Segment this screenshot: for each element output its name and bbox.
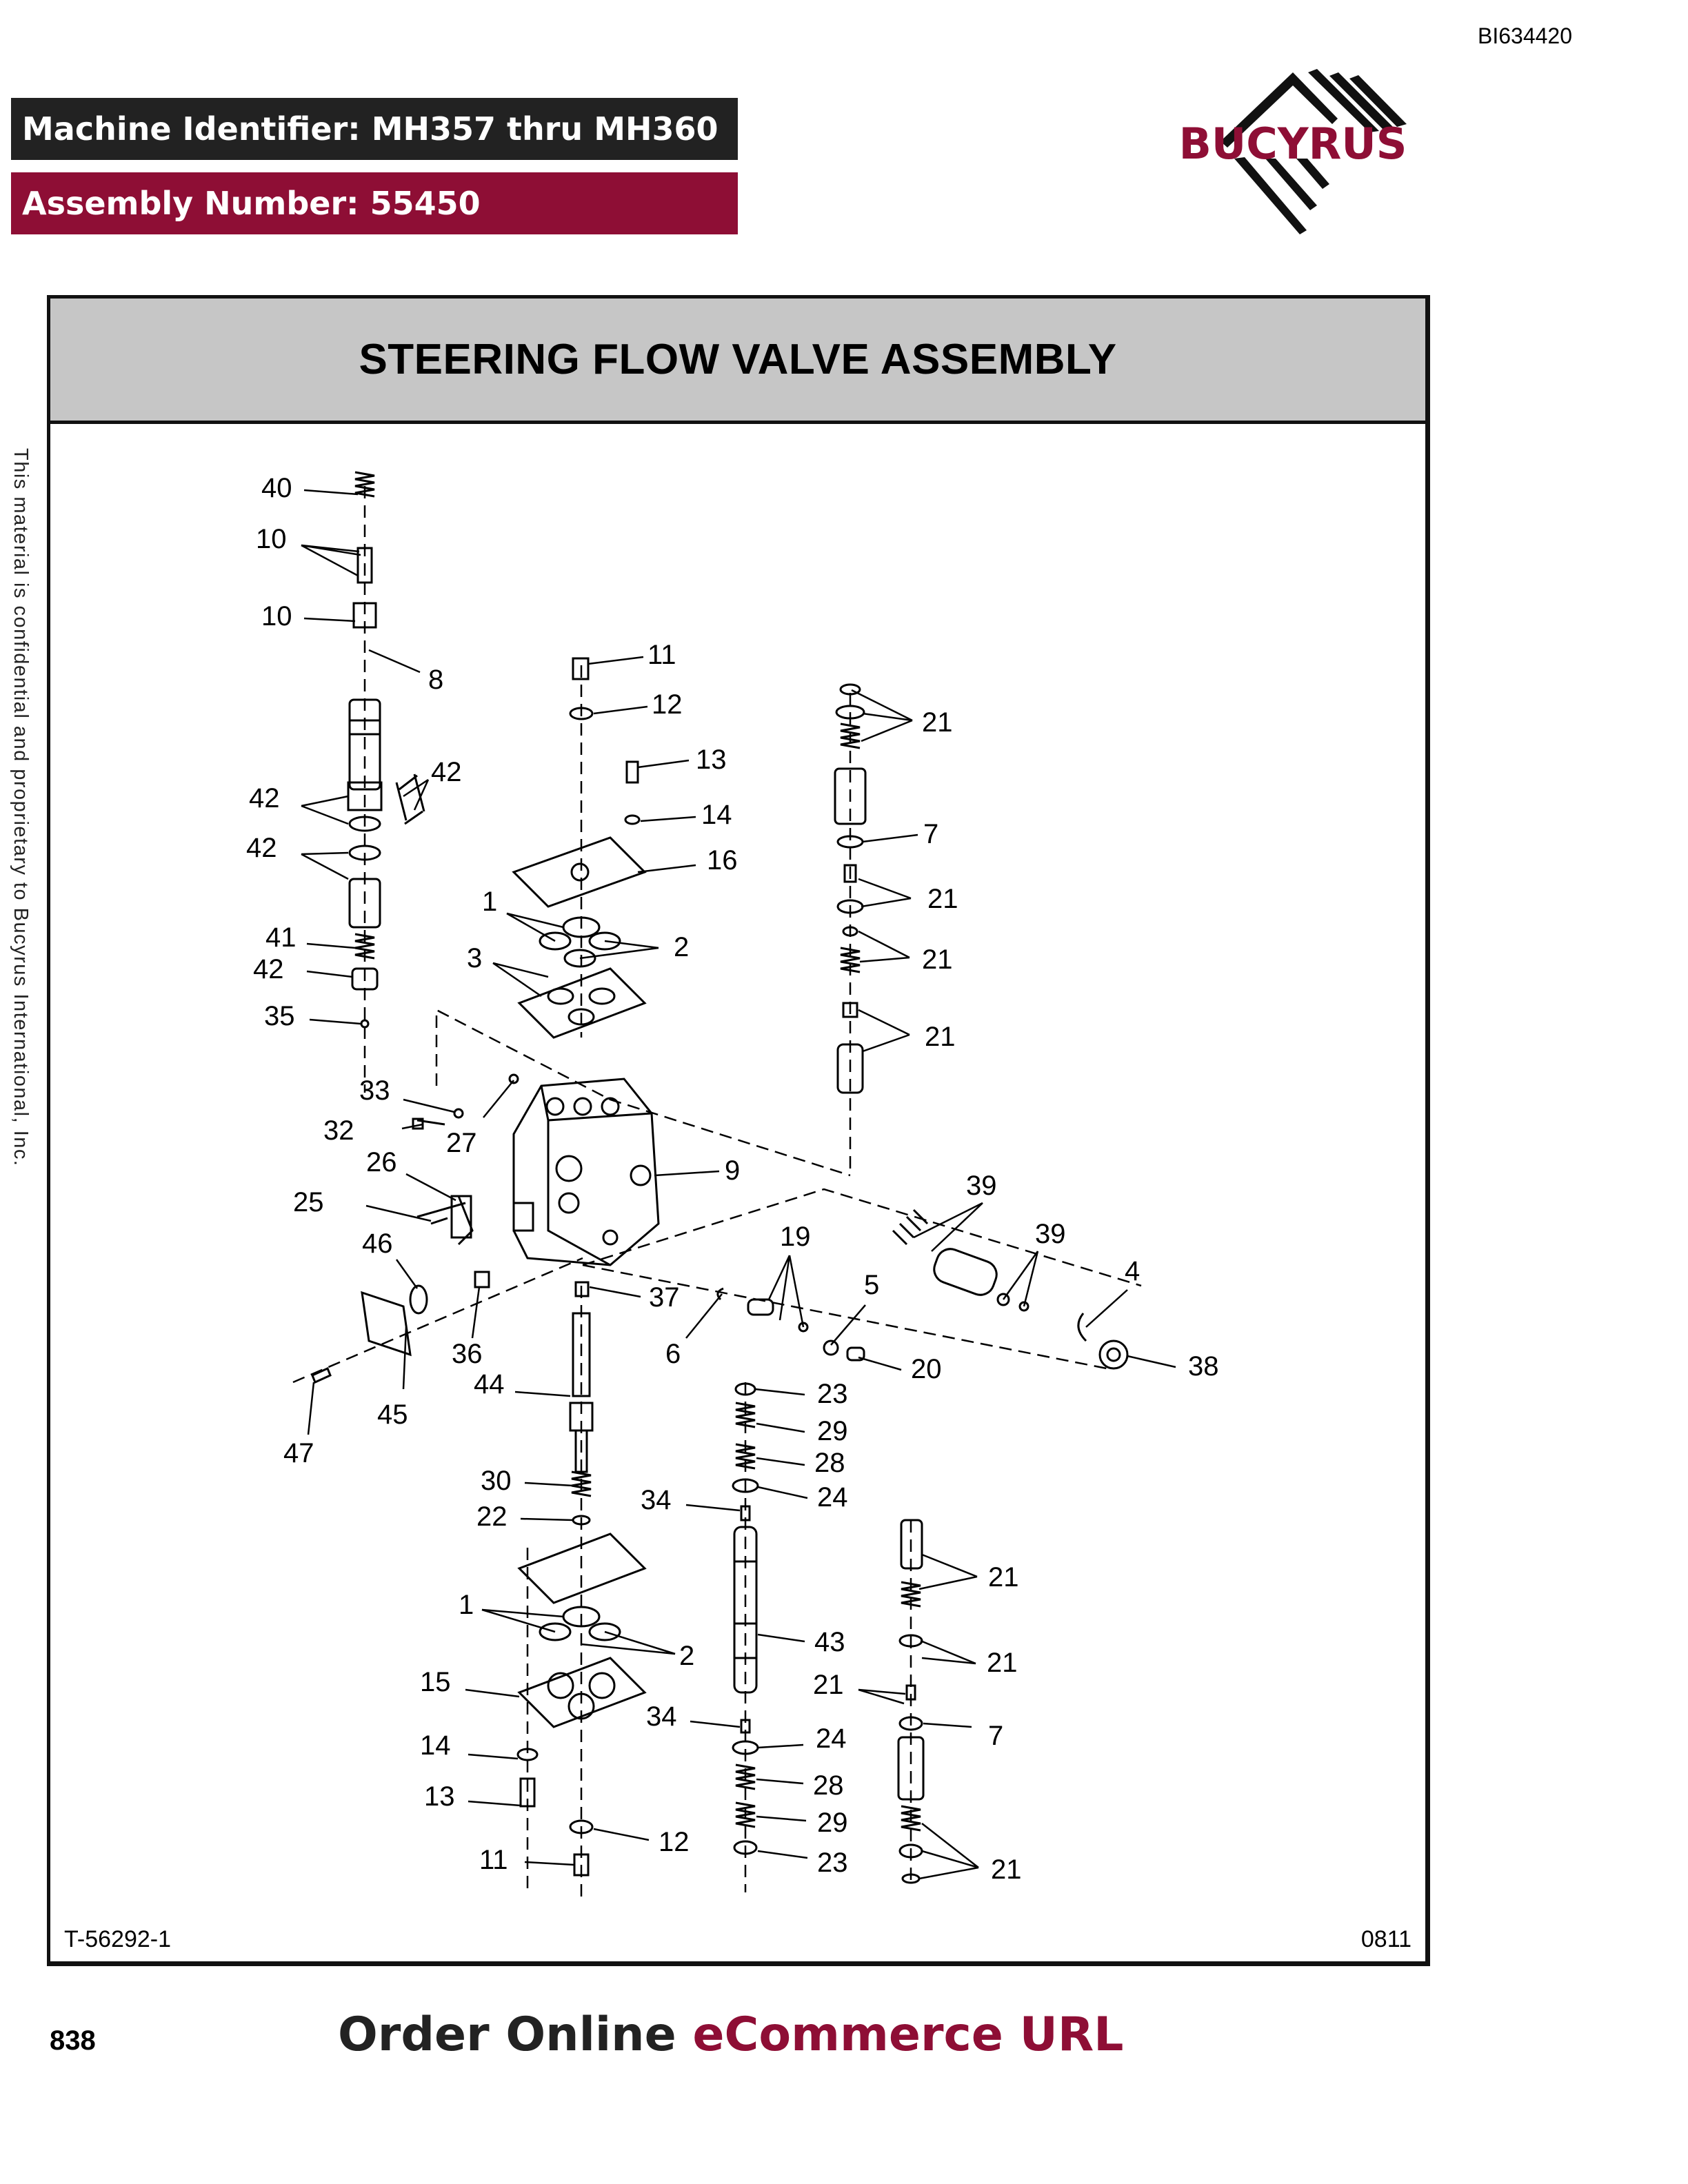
callout-label: 6 — [665, 1339, 681, 1369]
callout-label: 34 — [646, 1701, 677, 1732]
callout-label: 2 — [679, 1641, 694, 1671]
callout-label: 40 — [261, 473, 292, 503]
callout-label: 15 — [420, 1667, 451, 1697]
callout-label: 16 — [707, 845, 738, 876]
callout-label: 46 — [362, 1228, 393, 1259]
figure-reference: T-56292-1 — [64, 1926, 171, 1952]
callout-label: 43 — [814, 1627, 845, 1657]
callout-label: 35 — [264, 1001, 295, 1031]
callout-label: 11 — [479, 1845, 508, 1875]
callout-label: 11 — [647, 640, 676, 670]
callout-label: 22 — [476, 1502, 508, 1532]
callout-label: 21 — [987, 1648, 1018, 1678]
callout-label: 3 — [467, 943, 482, 973]
document-id: BI634420 — [1477, 23, 1572, 48]
callout-label: 30 — [481, 1466, 512, 1496]
callout-label: 34 — [641, 1485, 672, 1515]
callout-label: 7 — [923, 819, 938, 849]
callout-label: 4 — [1125, 1256, 1140, 1286]
callout-label: 21 — [991, 1854, 1022, 1885]
upper-cover-plate — [512, 657, 647, 1039]
callout-label: 21 — [922, 707, 953, 738]
horizontal-cartridge — [716, 1209, 1129, 1370]
callout-label: 10 — [256, 524, 287, 554]
logo-text: BUCYRUS — [1179, 119, 1407, 169]
callout-label: 8 — [428, 665, 443, 695]
callout-label: 12 — [659, 1827, 690, 1857]
callout-label: 33 — [359, 1075, 390, 1106]
callout-label: 28 — [813, 1770, 844, 1801]
exploded-parts-diagram: 40 10 10 8 42 42 42 41 42 35 11 12 13 14… — [246, 471, 1219, 1899]
callout-label: 5 — [864, 1270, 879, 1300]
order-online-text: Order Online — [338, 2008, 693, 2062]
callout-label: 42 — [253, 954, 284, 984]
callout-label: 39 — [1035, 1219, 1066, 1249]
callout-label: 23 — [817, 1848, 848, 1878]
callout-label: 21 — [988, 1562, 1019, 1593]
callout-label: 13 — [696, 745, 727, 775]
callout-label: 23 — [817, 1379, 848, 1409]
callout-label: 1 — [482, 887, 497, 917]
bucyrus-logo: BUCYRUS — [1179, 69, 1407, 234]
order-online-link[interactable]: Order Online eCommerce URL — [338, 2008, 1124, 2062]
callout-label: 21 — [925, 1022, 956, 1052]
page-number: 838 — [50, 2025, 96, 2056]
revision-code: 0811 — [1360, 1926, 1411, 1952]
callout-label: 38 — [1188, 1351, 1219, 1382]
callout-label: 19 — [780, 1222, 811, 1252]
diagram-title: STEERING FLOW VALVE ASSEMBLY — [359, 336, 1117, 383]
callout-label: 20 — [911, 1354, 942, 1384]
callout-label: 9 — [725, 1155, 740, 1186]
valve-body — [412, 1073, 660, 1266]
callout-label: 41 — [265, 922, 297, 953]
callout-label: 25 — [293, 1187, 324, 1217]
lower-right-cartridge — [897, 1519, 925, 1884]
callout-label: 32 — [323, 1115, 354, 1146]
callout-label: 21 — [927, 884, 958, 914]
callout-label: 42 — [431, 757, 462, 787]
title-bar: STEERING FLOW VALVE ASSEMBLY — [50, 299, 1425, 424]
callout-label: 28 — [814, 1448, 845, 1478]
callout-labels: 40 10 10 8 42 42 42 41 42 35 11 12 13 14… — [246, 473, 1219, 1885]
callout-label: 37 — [649, 1282, 680, 1313]
callout-label: 7 — [988, 1721, 1003, 1751]
callout-label: 24 — [816, 1723, 847, 1754]
callout-label: 13 — [424, 1781, 455, 1812]
callout-label: 39 — [966, 1171, 997, 1201]
callout-label: 44 — [474, 1369, 505, 1399]
upper-left-cartridge — [347, 471, 425, 1029]
callout-label: 14 — [420, 1730, 451, 1761]
leader-lines — [301, 489, 1176, 1880]
callout-label: 21 — [813, 1670, 844, 1700]
callout-label: 45 — [377, 1399, 408, 1430]
callout-label: 42 — [249, 783, 280, 813]
callout-label: 27 — [446, 1128, 477, 1158]
assembly-number-bar: Assembly Number: 55450 — [11, 172, 738, 234]
lower-middle-column — [732, 1382, 759, 1855]
callout-label: 26 — [366, 1147, 397, 1177]
machine-identifier-bar: Machine Identifier: MH357 thru MH360 — [11, 98, 738, 160]
confidentiality-note: This material is confidential and propri… — [10, 448, 32, 1167]
callout-label: 47 — [283, 1438, 314, 1468]
callout-label: 1 — [459, 1590, 474, 1620]
ecommerce-url-text[interactable]: eCommerce URL — [692, 2008, 1124, 2062]
diagram-frame: STEERING FLOW VALVE ASSEMBLY — [47, 295, 1430, 1966]
side-plate — [311, 1271, 490, 1384]
callout-label: 21 — [922, 944, 953, 975]
callout-label: 24 — [817, 1482, 848, 1513]
callout-label: 42 — [246, 833, 277, 863]
callout-label: 10 — [261, 601, 292, 631]
callout-label: 2 — [674, 932, 689, 962]
bucyrus-logo-icon — [1220, 69, 1407, 234]
callout-label: 36 — [452, 1339, 483, 1369]
callout-label: 14 — [701, 800, 732, 830]
callout-label: 12 — [652, 689, 683, 720]
callout-label: 29 — [817, 1808, 848, 1838]
upper-right-cartridge — [834, 683, 867, 1094]
callout-label: 29 — [817, 1416, 848, 1446]
